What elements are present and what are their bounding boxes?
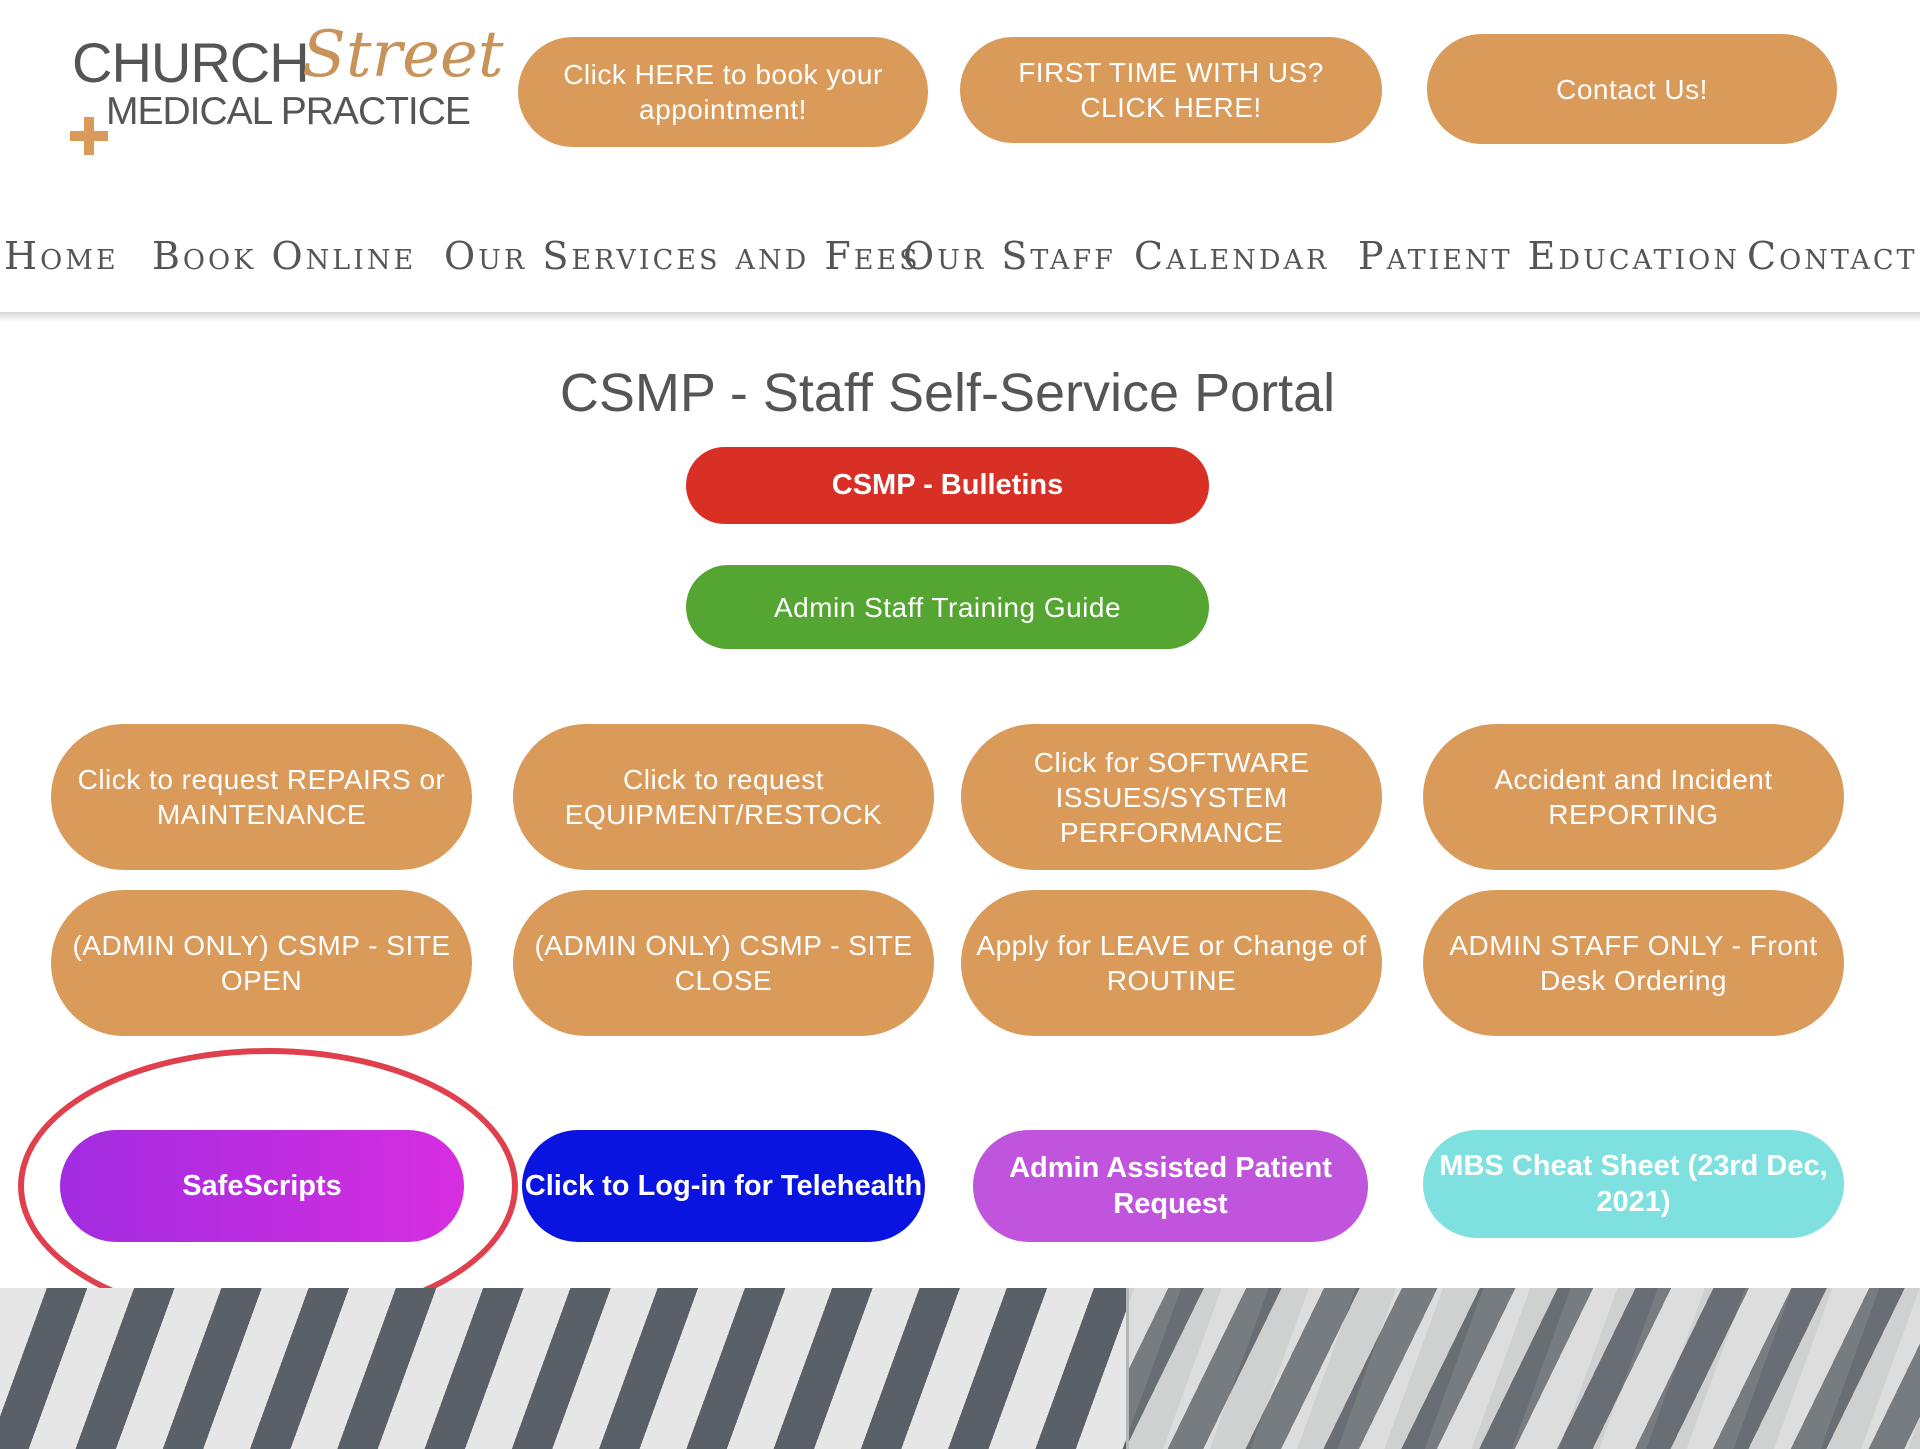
patient-request-label: Admin Assisted Patient Request xyxy=(1009,1151,1332,1220)
safescripts-label: SafeScripts xyxy=(182,1169,342,1202)
telehealth-login-button[interactable]: Click to Log-in for Telehealth xyxy=(522,1130,925,1242)
nav-divider xyxy=(0,312,1920,322)
site-open-button[interactable]: (ADMIN ONLY) CSMP - SITE OPEN xyxy=(51,890,472,1036)
repairs-maintenance-button[interactable]: Click to request REPAIRS or MAINTENANCE xyxy=(51,724,472,870)
front-desk-ordering-button[interactable]: ADMIN STAFF ONLY - Front Desk Ordering xyxy=(1423,890,1844,1036)
bulletins-button[interactable]: CSMP - Bulletins xyxy=(686,447,1209,524)
telehealth-login-label: Click to Log-in for Telehealth xyxy=(524,1169,923,1202)
book-appointment-button[interactable]: Click HERE to book your appointment! xyxy=(518,37,928,147)
first-time-button[interactable]: FIRST TIME WITH US? CLICK HERE! xyxy=(960,37,1382,143)
contact-us-button[interactable]: Contact Us! xyxy=(1427,34,1837,144)
nav-item-calendar[interactable]: Calendar xyxy=(1134,234,1330,278)
site-close-label: (ADMIN ONLY) CSMP - SITE CLOSE xyxy=(534,930,913,996)
logo-text-street: Street xyxy=(302,18,504,92)
front-desk-ordering-label: ADMIN STAFF ONLY - Front Desk Ordering xyxy=(1449,930,1818,996)
software-issues-label: Click for SOFTWARE ISSUES/SYSTEM PERFORM… xyxy=(1033,746,1310,848)
repairs-maintenance-label: Click to request REPAIRS or MAINTENANCE xyxy=(77,764,446,830)
incident-reporting-label: Accident and Incident REPORTING xyxy=(1494,764,1773,830)
nav-item-patient-education[interactable]: Patient Education xyxy=(1358,234,1740,278)
page-title: CSMP - Staff Self-Service Portal xyxy=(559,363,1336,423)
safescripts-button[interactable]: SafeScripts xyxy=(60,1130,464,1242)
training-guide-label: Admin Staff Training Guide xyxy=(773,591,1122,623)
hero-photo-right-panel xyxy=(1126,1288,1920,1449)
site-close-button[interactable]: (ADMIN ONLY) CSMP - SITE CLOSE xyxy=(513,890,934,1036)
leave-routine-label: Apply for LEAVE or Change of ROUTINE xyxy=(976,930,1367,996)
book-appointment-label: Click HERE to book your appointment! xyxy=(563,59,883,125)
nav-item-book-online[interactable]: Book Online xyxy=(152,234,417,278)
site-open-label: (ADMIN ONLY) CSMP - SITE OPEN xyxy=(72,930,451,996)
first-time-label: FIRST TIME WITH US? CLICK HERE! xyxy=(1018,57,1324,123)
bulletins-label: CSMP - Bulletins xyxy=(831,469,1064,502)
mbs-cheat-sheet-label: MBS Cheat Sheet (23rd Dec, 2021) xyxy=(1439,1149,1828,1218)
logo-text-church: CHURCH xyxy=(72,31,310,94)
nav-item-services-and-fees[interactable]: Our Services and Fees xyxy=(444,234,921,278)
software-issues-button[interactable]: Click for SOFTWARE ISSUES/SYSTEM PERFORM… xyxy=(961,724,1382,870)
incident-reporting-button[interactable]: Accident and Incident REPORTING xyxy=(1423,724,1844,870)
leave-routine-button[interactable]: Apply for LEAVE or Change of ROUTINE xyxy=(961,890,1382,1036)
main-nav: Home Book Online Our Services and Fees O… xyxy=(0,222,1920,290)
contact-us-label: Contact Us! xyxy=(1556,73,1708,105)
mbs-cheat-sheet-button[interactable]: MBS Cheat Sheet (23rd Dec, 2021) xyxy=(1423,1130,1844,1238)
hero-photo-divider xyxy=(1126,1288,1129,1449)
patient-request-button[interactable]: Admin Assisted Patient Request xyxy=(973,1130,1368,1242)
logo-text-medical-practice: MEDICAL PRACTICE xyxy=(106,90,471,133)
equipment-restock-button[interactable]: Click to request EQUIPMENT/RESTOCK xyxy=(513,724,934,870)
nav-item-our-staff[interactable]: Our Staff xyxy=(903,234,1116,278)
equipment-restock-label: Click to request EQUIPMENT/RESTOCK xyxy=(564,764,883,830)
nav-item-contact[interactable]: Contact xyxy=(1747,234,1918,278)
nav-item-home[interactable]: Home xyxy=(4,234,119,278)
medical-cross-icon xyxy=(70,117,108,155)
training-guide-button[interactable]: Admin Staff Training Guide xyxy=(686,565,1209,649)
